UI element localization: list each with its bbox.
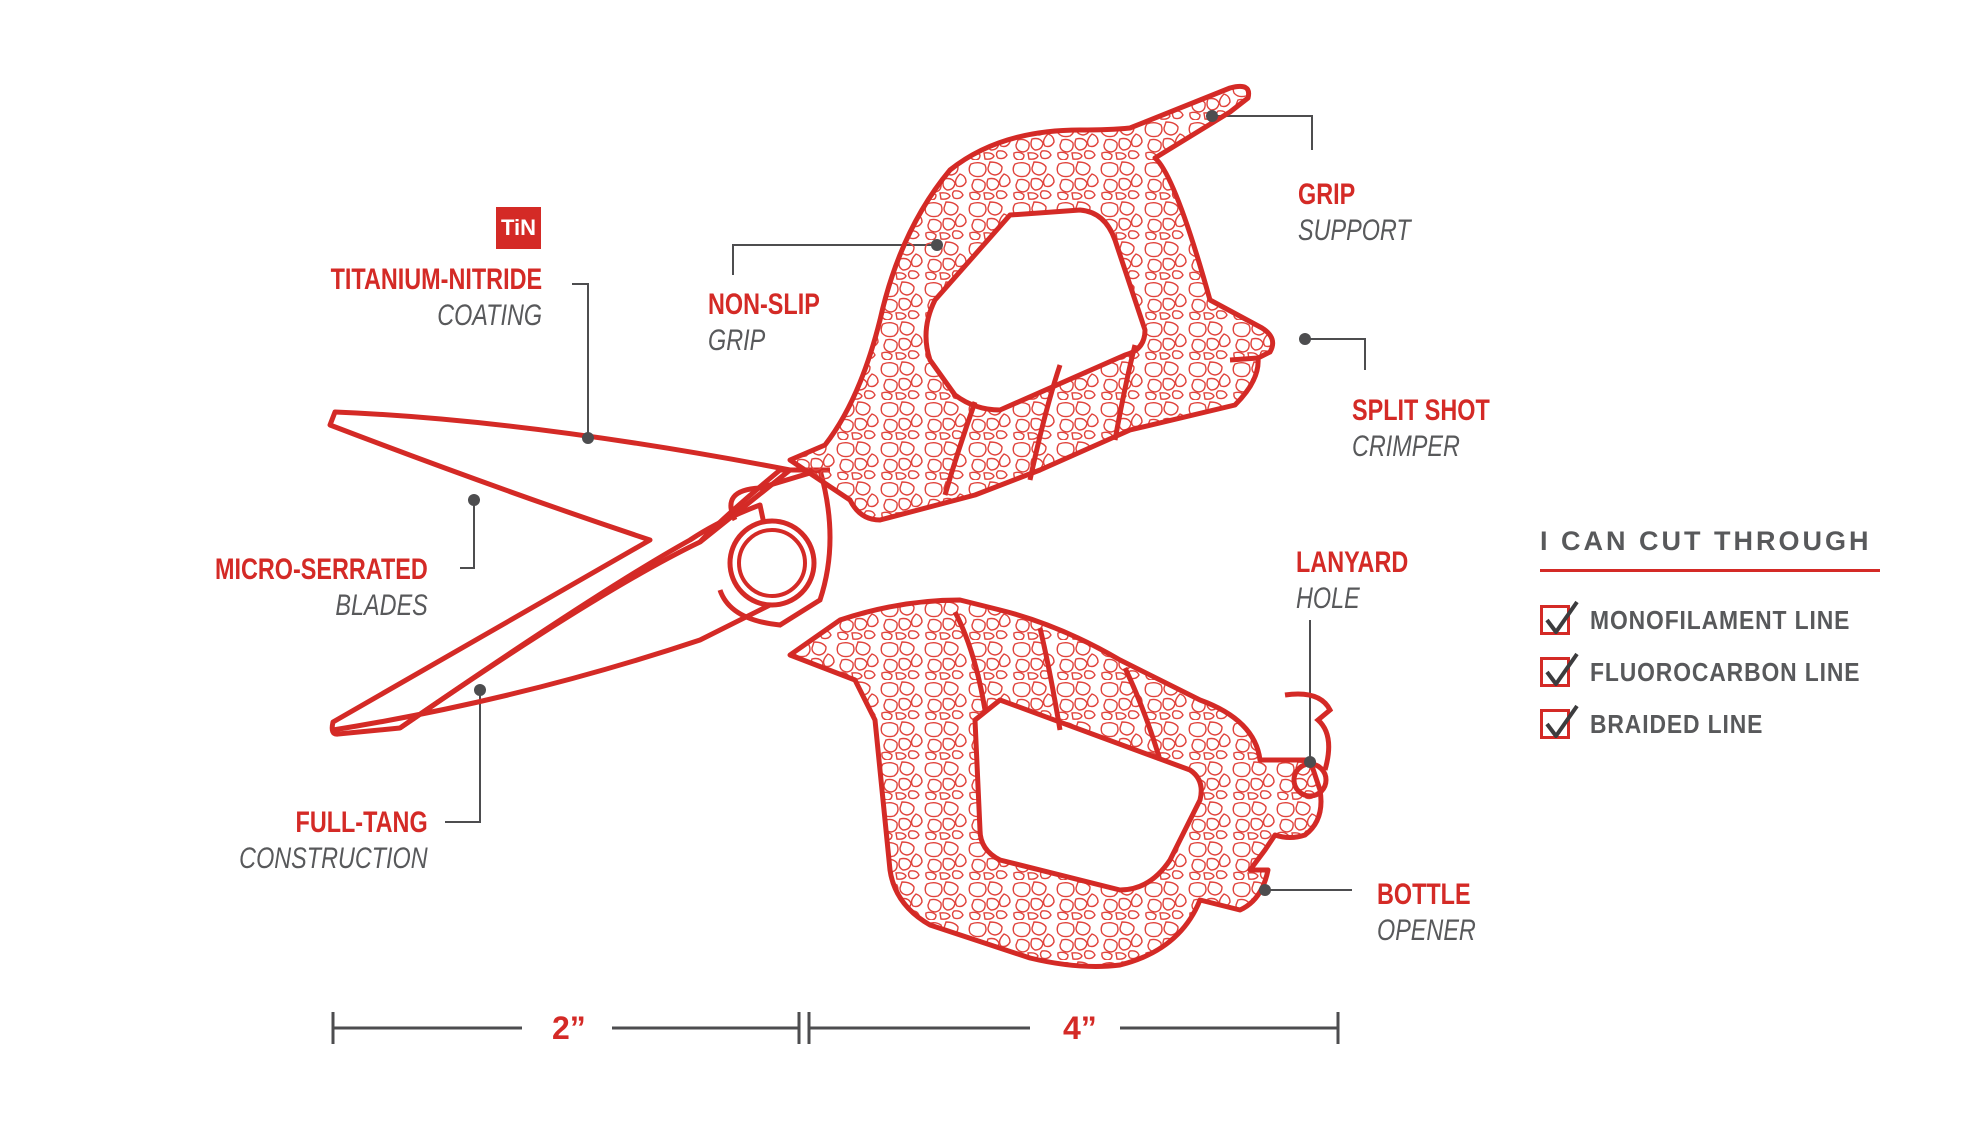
label-title: TITANIUM-NITRIDE	[330, 263, 542, 296]
checkbox-checked-icon	[1540, 704, 1579, 739]
tin-coating-badge: TiN	[496, 207, 541, 249]
legend-item-label: BRAIDED LINE	[1590, 708, 1764, 739]
pivot-screw	[717, 466, 833, 628]
label-subtitle: CRIMPER	[1352, 430, 1460, 463]
legend-item: MONOFILAMENT LINE	[1540, 594, 1880, 646]
legend-item: FLUOROCARBON LINE	[1540, 646, 1880, 698]
label-split-shot: SPLIT SHOT CRIMPER	[1352, 396, 1529, 462]
label-micro-serrated: MICRO-SERRATED BLADES	[155, 555, 428, 621]
label-title: FULL-TANG	[295, 806, 428, 839]
dimension-handle-length: 4”	[1063, 1010, 1097, 1046]
label-subtitle: COATING	[437, 299, 542, 332]
legend-item: BRAIDED LINE	[1540, 698, 1880, 750]
label-title: NON-SLIP	[708, 288, 820, 321]
checkbox-checked-icon	[1540, 600, 1579, 635]
leader-dots	[468, 110, 1316, 896]
label-subtitle: OPENER	[1377, 914, 1476, 947]
label-non-slip: NON-SLIP GRIP	[708, 290, 851, 356]
label-title: BOTTLE	[1377, 878, 1471, 911]
leader-lines	[445, 115, 1366, 891]
cut-through-legend: I CAN CUT THROUGH MONOFILAMENT LINE FLUO…	[1540, 528, 1880, 750]
label-title: SPLIT SHOT	[1352, 394, 1490, 427]
label-title: LANYARD	[1296, 546, 1409, 579]
lower-handle	[787, 597, 1334, 969]
label-subtitle: BLADES	[335, 589, 428, 622]
legend-item-label: MONOFILAMENT LINE	[1590, 604, 1851, 635]
label-title: MICRO-SERRATED	[215, 553, 428, 586]
label-full-tang: FULL-TANG CONSTRUCTION	[186, 808, 428, 874]
dimension-blade-length: 2”	[552, 1010, 586, 1046]
label-lanyard: LANYARD HOLE	[1296, 548, 1440, 614]
label-subtitle: HOLE	[1296, 582, 1360, 615]
label-subtitle: CONSTRUCTION	[239, 842, 428, 875]
label-subtitle: GRIP	[708, 324, 766, 357]
legend-title: I CAN CUT THROUGH	[1540, 526, 1872, 556]
checkbox-checked-icon	[1540, 652, 1579, 687]
label-titanium-nitride: TITANIUM-NITRIDE COATING	[271, 265, 542, 331]
label-bottle-opener: BOTTLE OPENER	[1377, 880, 1504, 946]
dimension-lines	[331, 1012, 1340, 1044]
legend-divider	[1540, 569, 1880, 572]
legend-item-label: FLUOROCARBON LINE	[1590, 656, 1861, 687]
label-grip-support: GRIP SUPPORT	[1298, 180, 1442, 246]
upper-handle	[787, 83, 1276, 523]
label-subtitle: SUPPORT	[1298, 214, 1411, 247]
label-title: GRIP	[1298, 178, 1356, 211]
